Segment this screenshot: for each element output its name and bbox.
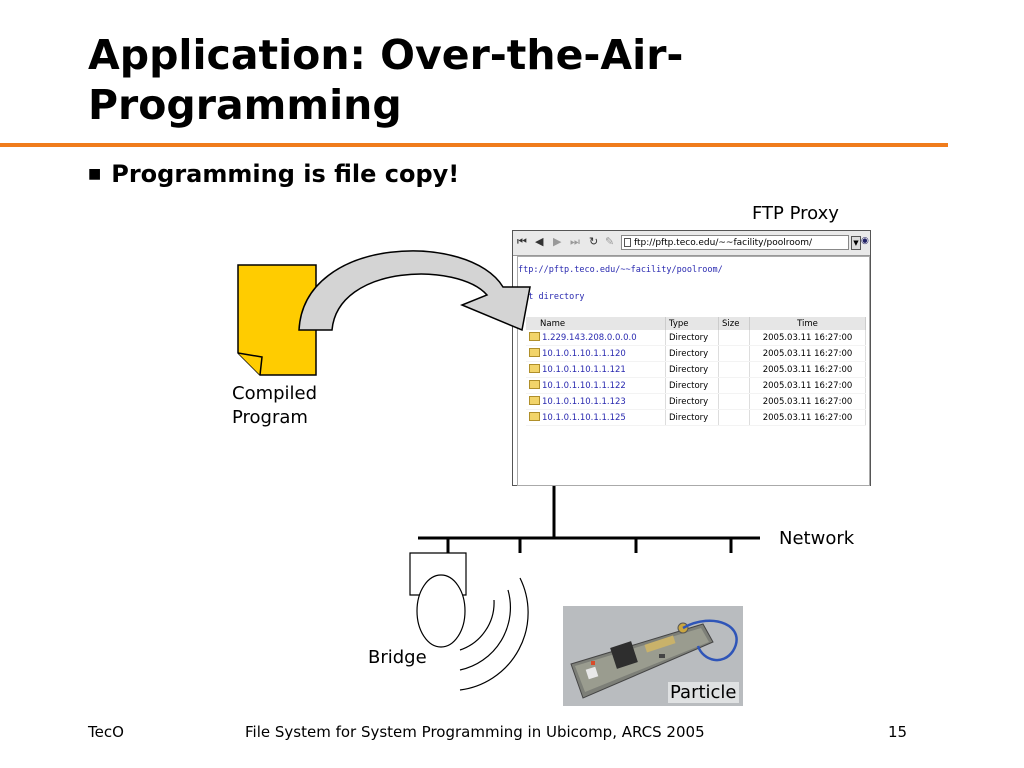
document-fold-corner: [237, 352, 263, 376]
row-name[interactable]: 10.1.0.1.10.1.1.122: [542, 381, 626, 391]
reload-icon[interactable]: ↻: [589, 235, 599, 248]
page-title: Application: Over-the-Air-Programming: [88, 31, 684, 129]
square-bullet-icon: ■: [88, 166, 102, 182]
row-type: Directory: [665, 330, 719, 346]
column-header-type[interactable]: Type: [665, 317, 719, 330]
document-icon: [624, 238, 631, 247]
address-text: ftp://pftp.teco.edu/~~facility/poolroom/: [634, 238, 813, 248]
row-name[interactable]: 10.1.0.1.10.1.1.125: [542, 413, 626, 423]
title-divider: [0, 143, 948, 147]
ftp-url-heading: ftp://pftp.teco.edu/~~facility/poolroom/: [518, 265, 723, 275]
directory-table: Name Type Size Time 1.229.143.208.0.0.0.…: [526, 317, 866, 426]
table-row[interactable]: 10.1.0.1.10.1.1.122 Directory 2005.03.11…: [526, 377, 866, 394]
column-header-size[interactable]: Size: [718, 317, 750, 330]
go-icon[interactable]: ◉: [861, 236, 869, 246]
row-time: 2005.03.11 16:27:00: [749, 361, 866, 378]
particle-label: Particle: [668, 682, 739, 703]
dropdown-icon[interactable]: ▼: [851, 236, 861, 250]
row-name[interactable]: 10.1.0.1.10.1.1.120: [542, 349, 626, 359]
folder-icon: [529, 380, 540, 389]
radio-wave-icon-1: [459, 599, 495, 651]
row-size: [718, 345, 750, 362]
radio-wave-icon-2: [459, 589, 511, 671]
rewind-icon[interactable]: ⏮: [517, 235, 527, 248]
browser-toolbar: ⏮ ◀ ▶ ⏭ ↻ ✎ ftp://pftp.teco.edu/~~facili…: [513, 231, 870, 256]
folder-icon: [529, 412, 540, 421]
folder-icon: [529, 364, 540, 373]
row-size: [718, 377, 750, 394]
bullet-text: Programming is file copy!: [111, 160, 460, 188]
footer-title: File System for System Programming in Ub…: [245, 723, 705, 741]
folder-icon: [529, 396, 540, 405]
table-row[interactable]: 10.1.0.1.10.1.1.125 Directory 2005.03.11…: [526, 409, 866, 426]
table-row[interactable]: 1.229.143.208.0.0.0.0 Directory 2005.03.…: [526, 330, 866, 346]
row-size: [718, 393, 750, 410]
row-time: 2005.03.11 16:27:00: [749, 393, 866, 410]
row-time: 2005.03.11 16:27:00: [749, 409, 866, 426]
row-name[interactable]: 1.229.143.208.0.0.0.0: [542, 333, 637, 343]
browser-content: ftp://pftp.teco.edu/~~facility/poolroom/…: [517, 256, 870, 486]
table-row[interactable]: 10.1.0.1.10.1.1.120 Directory 2005.03.11…: [526, 345, 866, 362]
row-size: [718, 330, 750, 346]
row-type: Directory: [665, 361, 719, 378]
radio-wave-icon-3: [459, 577, 529, 691]
row-time: 2005.03.11 16:27:00: [749, 330, 866, 346]
bridge-label: Bridge: [368, 647, 427, 668]
row-type: Directory: [665, 377, 719, 394]
bridge-device-icon: [416, 574, 466, 648]
table-row[interactable]: 10.1.0.1.10.1.1.121 Directory 2005.03.11…: [526, 361, 866, 378]
network-label: Network: [779, 528, 855, 549]
address-bar[interactable]: ftp://pftp.teco.edu/~~facility/poolroom/: [621, 235, 849, 250]
row-type: Directory: [665, 393, 719, 410]
row-size: [718, 361, 750, 378]
row-size: [718, 409, 750, 426]
footer-org: TecO: [88, 723, 124, 741]
row-time: 2005.03.11 16:27:00: [749, 345, 866, 362]
current-directory-label: ent directory: [518, 292, 585, 302]
table-header-row: Name Type Size Time: [526, 317, 866, 330]
column-header-time[interactable]: Time: [749, 317, 866, 330]
row-time: 2005.03.11 16:27:00: [749, 377, 866, 394]
row-name[interactable]: 10.1.0.1.10.1.1.121: [542, 365, 626, 375]
edit-icon[interactable]: ✎: [605, 235, 615, 248]
row-name[interactable]: 10.1.0.1.10.1.1.123: [542, 397, 626, 407]
ftp-proxy-label: FTP Proxy: [752, 203, 839, 224]
particle-board-photo: [563, 606, 743, 706]
row-type: Directory: [665, 409, 719, 426]
compiled-label-line2: Program: [232, 407, 308, 428]
row-type: Directory: [665, 345, 719, 362]
folder-icon: [529, 348, 540, 357]
forward-icon[interactable]: ▶: [553, 235, 562, 248]
table-row[interactable]: 10.1.0.1.10.1.1.123 Directory 2005.03.11…: [526, 393, 866, 410]
copy-arrow: [298, 250, 531, 332]
compiled-program-document-icon: [237, 264, 317, 376]
fast-forward-icon[interactable]: ⏭: [570, 235, 580, 248]
folder-icon: [529, 332, 540, 341]
column-header-name[interactable]: Name: [526, 317, 666, 330]
ftp-browser-window: ⏮ ◀ ▶ ⏭ ↻ ✎ ftp://pftp.teco.edu/~~facili…: [512, 230, 871, 486]
compiled-program-label: Compiled Program: [232, 382, 317, 430]
back-icon[interactable]: ◀: [535, 235, 544, 248]
compiled-label-line1: Compiled: [232, 383, 318, 404]
bullet-point: ■ Programming is file copy!: [88, 160, 459, 188]
page-number: 15: [888, 723, 908, 741]
